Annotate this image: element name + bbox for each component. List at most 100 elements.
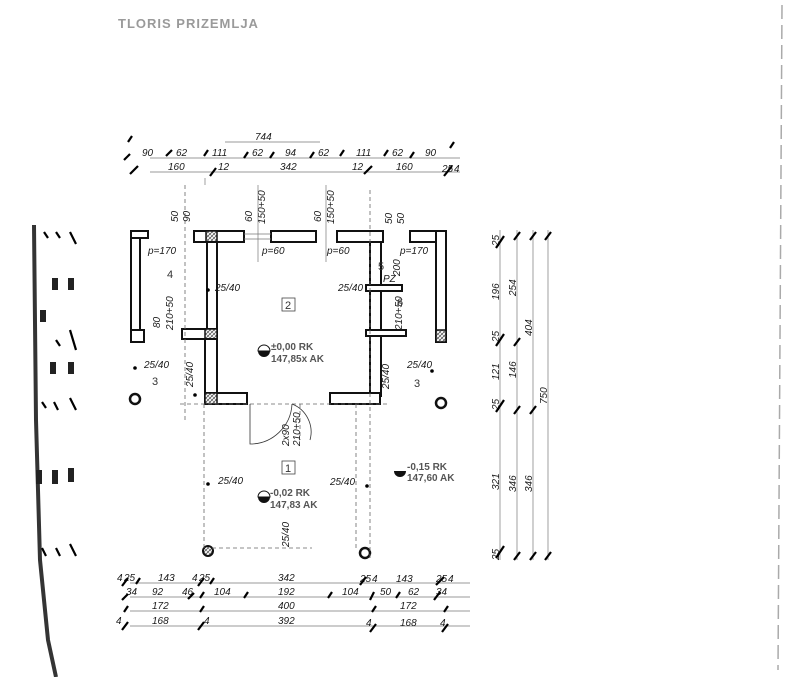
svg-text:25: 25 — [491, 398, 502, 411]
svg-text:4: 4 — [454, 164, 460, 175]
svg-text:94: 94 — [285, 148, 297, 159]
svg-text:192: 192 — [278, 587, 295, 598]
svg-text:104: 104 — [342, 587, 359, 598]
svg-text:160: 160 — [168, 162, 185, 173]
wall-top-center — [270, 230, 317, 243]
room-2-box — [281, 297, 296, 312]
svg-text:346: 346 — [508, 475, 519, 492]
left-dimension-ticks — [36, 231, 78, 557]
svg-text:346: 346 — [524, 475, 535, 492]
svg-text:4: 4 — [192, 573, 198, 584]
room-3-left: 3 — [152, 376, 158, 388]
main-door-swing — [249, 403, 293, 445]
level-3-ak: 147,60 AK — [407, 473, 455, 484]
svg-text:168: 168 — [152, 616, 169, 627]
svg-text:143: 143 — [396, 574, 413, 585]
svg-text:12: 12 — [352, 162, 364, 173]
svg-text:p=170: p=170 — [399, 246, 429, 257]
svg-text:25: 25 — [491, 548, 502, 561]
svg-text:PZ: PZ — [383, 274, 397, 285]
svg-text:321: 321 — [491, 473, 502, 490]
svg-text:210+50: 210+50 — [165, 296, 176, 331]
svg-text:25/40: 25/40 — [337, 283, 363, 294]
svg-text:168: 168 — [400, 618, 417, 629]
room-2: 2 — [285, 300, 291, 312]
wall-left-outer — [130, 230, 141, 343]
svg-text:25: 25 — [123, 573, 136, 584]
svg-text:p=170: p=170 — [147, 246, 177, 257]
room-5: 5 — [378, 261, 384, 273]
column-right — [434, 396, 448, 410]
right-dimension-chain: 25 196 25 121 25 321 25 254 146 346 404 … — [491, 230, 552, 561]
svg-text:392: 392 — [278, 616, 295, 627]
svg-text:60: 60 — [313, 210, 324, 222]
svg-text:4: 4 — [204, 616, 210, 627]
room-1: 1 — [285, 463, 291, 475]
svg-text:46: 46 — [182, 587, 194, 598]
svg-text:2x90: 2x90 — [281, 424, 292, 447]
svg-text:25/40: 25/40 — [185, 362, 196, 388]
svg-text:342: 342 — [278, 573, 295, 584]
svg-text:50: 50 — [384, 212, 395, 224]
svg-text:150+50: 150+50 — [257, 190, 268, 224]
svg-text:34: 34 — [436, 587, 448, 598]
column-left — [128, 392, 142, 406]
svg-text:25: 25 — [441, 164, 454, 175]
svg-text:90: 90 — [142, 148, 154, 159]
svg-text:342: 342 — [280, 162, 297, 173]
svg-text:172: 172 — [400, 601, 417, 612]
column-labels: 25/40 25/40 25/40 25/40 25/40 25/40 25/4… — [133, 283, 434, 548]
svg-text:210+50: 210+50 — [394, 296, 405, 331]
svg-text:90: 90 — [425, 148, 437, 159]
svg-text:25: 25 — [491, 330, 502, 343]
wall-bottom-right — [329, 392, 381, 405]
svg-text:62: 62 — [392, 148, 404, 159]
svg-text:34: 34 — [126, 587, 138, 598]
walls — [128, 230, 448, 560]
svg-text:400: 400 — [278, 601, 295, 612]
svg-text:80: 80 — [152, 316, 163, 328]
svg-text:196: 196 — [491, 283, 502, 300]
svg-text:p=60: p=60 — [261, 246, 285, 257]
level-3-rk: -0,15 RK — [407, 462, 448, 473]
opening-labels: 50 90 60 150+50 60 150+50 50 50 p=170 p=… — [147, 185, 429, 447]
svg-text:25/40: 25/40 — [381, 364, 392, 390]
svg-text:25/40: 25/40 — [281, 522, 292, 548]
svg-text:25/40: 25/40 — [214, 283, 240, 294]
svg-text:4: 4 — [440, 618, 446, 629]
svg-text:143: 143 — [158, 573, 175, 584]
level-1-ak: 147,85x AK — [271, 354, 325, 365]
svg-text:50: 50 — [396, 212, 407, 224]
scan-right-edge — [777, 4, 783, 671]
svg-text:111: 111 — [356, 148, 371, 159]
svg-text:146: 146 — [508, 361, 519, 378]
svg-text:4: 4 — [116, 616, 122, 627]
svg-text:150+50: 150+50 — [326, 190, 337, 224]
drawing-title: TLORIS PRIZEMLJA — [118, 16, 259, 31]
svg-text:4: 4 — [448, 574, 454, 585]
svg-text:25/40: 25/40 — [329, 477, 355, 488]
svg-text:750: 750 — [539, 387, 550, 404]
svg-text:210+50: 210+50 — [292, 412, 303, 447]
svg-text:62: 62 — [318, 148, 330, 159]
bottom-dimension-chain: 4 25 143 4 25 342 25 4 143 25 4 34 92 46… — [116, 573, 470, 633]
svg-text:25/40: 25/40 — [406, 360, 432, 371]
svg-text:111: 111 — [212, 148, 227, 159]
svg-text:160: 160 — [396, 162, 413, 173]
svg-text:4: 4 — [366, 618, 372, 629]
svg-text:200: 200 — [392, 259, 403, 277]
svg-text:90: 90 — [182, 210, 193, 222]
svg-text:25/40: 25/40 — [217, 476, 243, 487]
level-2-rk: -0,02 RK — [270, 488, 311, 499]
level-1-rk: ±0,00 RK — [271, 342, 314, 353]
dim-top-overall: 744 — [255, 132, 272, 143]
terrace-outline — [180, 185, 390, 560]
svg-text:62: 62 — [408, 587, 420, 598]
wall-top-left — [193, 230, 245, 243]
wall-top-right — [336, 230, 384, 243]
svg-text:60: 60 — [244, 210, 255, 222]
room-4: 4 — [167, 269, 173, 281]
svg-text:4: 4 — [372, 574, 378, 585]
svg-text:92: 92 — [152, 587, 164, 598]
